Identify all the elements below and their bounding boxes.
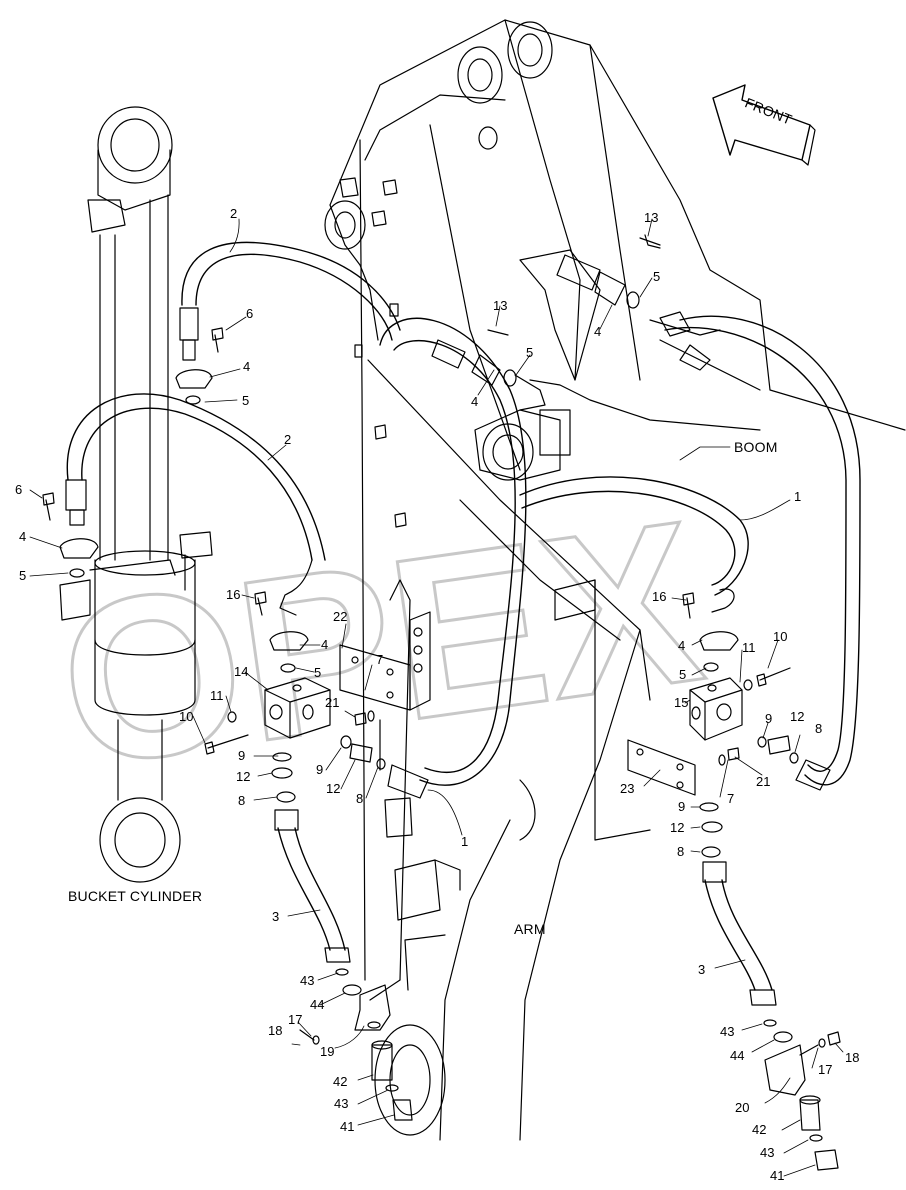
callout: 9 (765, 711, 772, 726)
callout: 2 (284, 432, 291, 447)
hose-3-right (699, 802, 777, 1006)
callout: 16 (226, 587, 240, 602)
right-bottom-fittings (763, 1019, 841, 1171)
hose-1-left (379, 317, 527, 799)
callout: 11 (210, 688, 224, 703)
plate-23 (627, 739, 696, 796)
clamp-left-lower (42, 492, 99, 578)
callout: 9 (238, 748, 245, 763)
callout: 41 (340, 1119, 354, 1134)
callout: 13 (644, 210, 658, 225)
arm-label: ARM (514, 921, 546, 937)
callout: 1 (461, 834, 468, 849)
callout: 16 (652, 589, 666, 604)
callout: 6 (15, 482, 22, 497)
callout: 7 (727, 791, 734, 806)
boom-fittings (471, 234, 661, 411)
plate-22 (339, 611, 431, 711)
callout: 15 (674, 695, 688, 710)
callout: 8 (677, 844, 684, 859)
callout: 8 (815, 721, 822, 736)
hose-1-right (519, 315, 861, 791)
callout: 14 (234, 664, 248, 679)
callout: 4 (471, 394, 478, 409)
callout: 13 (493, 298, 507, 313)
callout: 4 (19, 529, 26, 544)
callout: 5 (242, 393, 249, 408)
callout: 41 (770, 1168, 784, 1183)
callout: 42 (333, 1074, 347, 1089)
callout: 5 (679, 667, 686, 682)
arm-structure (367, 359, 651, 1141)
callout: 2 (230, 206, 237, 221)
callout: 12 (670, 820, 684, 835)
callout: 22 (333, 609, 347, 624)
callout: 43 (720, 1024, 734, 1039)
clamp-right (682, 588, 739, 672)
callout: 5 (19, 568, 26, 583)
callout: 12 (790, 709, 804, 724)
block-15 (689, 677, 743, 741)
callout: 19 (320, 1044, 334, 1059)
hose-2-lower (65, 393, 326, 616)
callout: 43 (300, 973, 314, 988)
callout: 44 (730, 1048, 744, 1063)
callout: 5 (653, 269, 660, 284)
clamp-left-upper (175, 327, 224, 405)
callout: 6 (246, 306, 253, 321)
callout: 21 (756, 774, 770, 789)
callout: 3 (698, 962, 705, 977)
clamp-left-mid (254, 591, 309, 673)
callout: 4 (678, 638, 685, 653)
callout: 21 (325, 695, 339, 710)
callout: 17 (288, 1012, 302, 1027)
callout: 7 (376, 652, 383, 667)
callout: 4 (321, 637, 328, 652)
callout: 11 (742, 640, 756, 655)
callout: 1 (794, 489, 801, 504)
callout: 9 (678, 799, 685, 814)
right-side-fittings (718, 667, 799, 766)
callout: 43 (760, 1145, 774, 1160)
callout: 8 (356, 791, 363, 806)
callout: 10 (179, 709, 193, 724)
callout: 44 (310, 997, 324, 1012)
callout: 17 (818, 1062, 832, 1077)
callout: 9 (316, 762, 323, 777)
callout: 12 (326, 781, 340, 796)
callout: 20 (735, 1100, 749, 1115)
left-bottom-fittings (299, 968, 413, 1121)
bucket-cylinder (59, 106, 213, 883)
callout: 18 (268, 1023, 282, 1038)
callout: 3 (272, 909, 279, 924)
callout: 10 (773, 629, 787, 644)
boom-label: BOOM (734, 439, 778, 455)
hose-2-upper (179, 241, 401, 361)
callout: 12 (236, 769, 250, 784)
boom-structure (324, 19, 906, 981)
callout: 5 (314, 665, 321, 680)
left-side-fittings (204, 710, 386, 770)
callout: 4 (594, 324, 601, 339)
leader-lines (29, 218, 844, 1177)
callout: 23 (620, 781, 634, 796)
callout: 4 (243, 359, 250, 374)
block-14 (264, 677, 331, 739)
callout: 42 (752, 1122, 766, 1137)
callout-group: 2 6 4 5 2 6 4 5 16 4 5 22 7 14 21 11 10 … (15, 206, 859, 1183)
callout: 18 (845, 1050, 859, 1065)
callout: 43 (334, 1096, 348, 1111)
callout: 8 (238, 793, 245, 808)
callout: 5 (526, 345, 533, 360)
front-arrow (712, 84, 816, 166)
bucket-cylinder-label: BUCKET CYLINDER (68, 888, 202, 904)
